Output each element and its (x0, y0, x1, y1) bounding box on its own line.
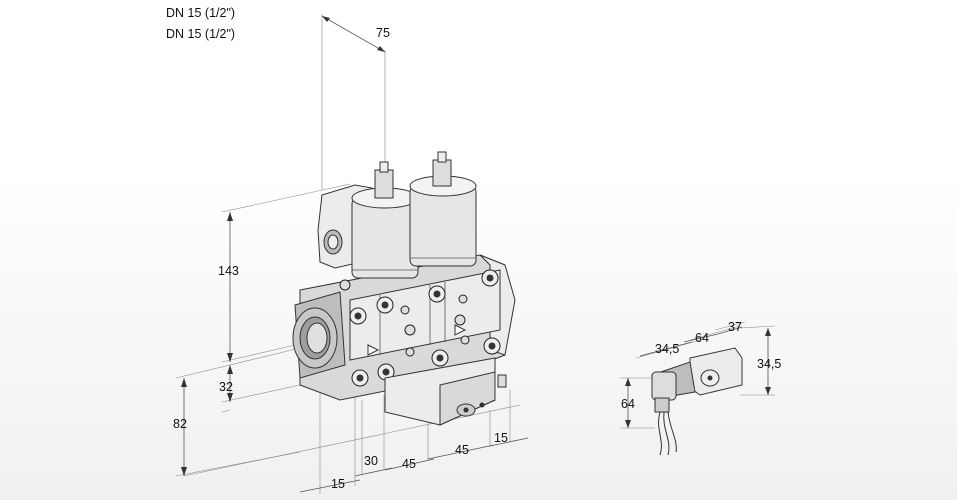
dim-45-first: 45 (402, 457, 416, 471)
dim-15-bottom: 15 (331, 477, 345, 491)
dim-64-left: 64 (621, 397, 635, 411)
dim-34-5-right: 34,5 (757, 357, 781, 371)
dimension-lines (175, 14, 529, 494)
title-line-2: DN 15 (1/2") (166, 27, 236, 41)
dim-143: 143 (218, 264, 239, 278)
dim-30: 30 (364, 454, 378, 468)
dimension-labels: 75 143 32 82 30 45 45 15 15 34,5 64 37 3… (173, 26, 781, 491)
dim-37: 37 (728, 320, 742, 334)
solenoid-coils (351, 151, 477, 279)
dim-15-right: 15 (494, 431, 508, 445)
screws (339, 269, 501, 387)
connector-detail (620, 321, 776, 456)
dim-64-top: 64 (695, 331, 709, 345)
dim-32: 32 (219, 380, 233, 394)
dim-34-5-left: 34,5 (655, 342, 679, 356)
dim-82: 82 (173, 417, 187, 431)
title-line-1: DN 15 (1/2") (166, 6, 236, 20)
dim-75: 75 (376, 26, 390, 40)
dim-45-second: 45 (455, 443, 469, 457)
